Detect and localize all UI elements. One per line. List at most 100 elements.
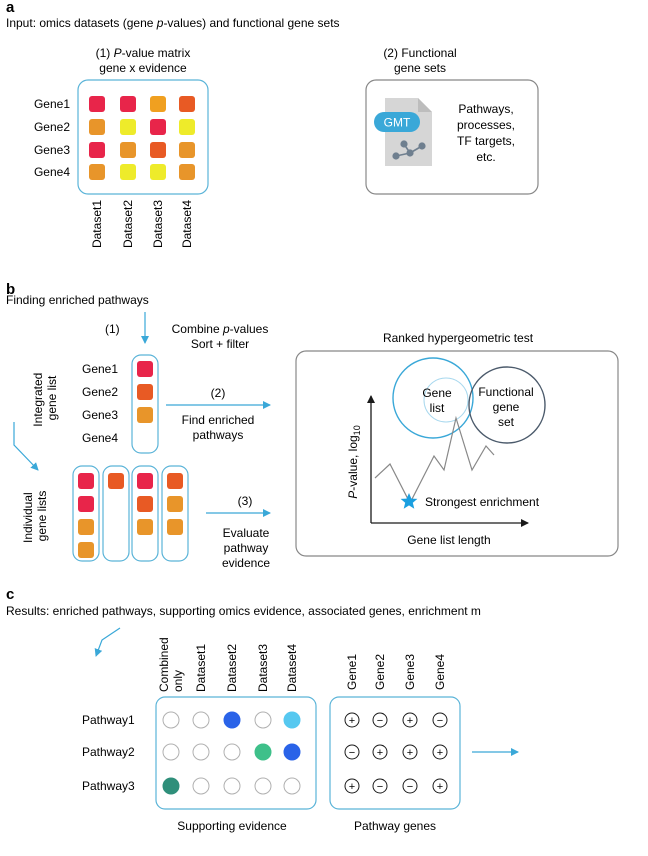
evaluate-line: pathway	[224, 541, 269, 555]
individual-cell	[78, 496, 94, 512]
matrix-title: (1) P-value matrix	[96, 46, 191, 60]
gene-sign: −	[377, 781, 383, 793]
integrated-gene-label: Gene3	[82, 408, 118, 422]
evidence-dot	[254, 777, 272, 795]
functional-desc-line: TF targets,	[457, 134, 515, 148]
evidence-dot	[223, 743, 241, 761]
venn-func-line: Functional	[478, 385, 533, 399]
evidence-column-header: Dataset1	[194, 644, 208, 692]
venn-diagram	[392, 357, 546, 444]
gene-sign: +	[437, 747, 443, 759]
venn-gene-label-1: Gene	[422, 386, 452, 400]
venn-func-circle	[468, 366, 546, 444]
gene-sign: −	[349, 747, 355, 759]
hyper-box	[295, 350, 619, 557]
network-icon	[392, 140, 426, 160]
matrix-gene-label: Gene3	[34, 143, 70, 157]
individual-list-box	[161, 465, 189, 562]
hyper-title: Ranked hypergeometric test	[383, 331, 534, 345]
evidence-dot	[162, 743, 180, 761]
panel-c-subtitle: Results: enriched pathways, supporting o…	[6, 604, 481, 618]
individual-list-box	[131, 465, 159, 562]
pathway-label: Pathway2	[82, 745, 135, 759]
integrated-cells	[137, 361, 153, 423]
gene-sign: +	[377, 747, 383, 759]
sort-filter-label: Sort + filter	[191, 337, 249, 351]
evidence-dot	[283, 777, 301, 795]
evaluate-line: evidence	[222, 556, 270, 570]
evidence-dots	[162, 711, 301, 795]
gene-column-header: Gene3	[403, 654, 417, 690]
matrix-box	[77, 79, 209, 195]
gene-sign: −	[407, 781, 413, 793]
individual-cell	[167, 473, 183, 489]
panel-c-letter: c	[6, 586, 14, 603]
individual-cell	[78, 542, 94, 558]
strongest-label: Strongest enrichment	[425, 495, 540, 509]
individual-label: Individual gene lists	[21, 489, 49, 543]
matrix-cell	[150, 96, 166, 112]
matrix-dataset-label: Dataset2	[121, 200, 135, 248]
evidence-column-header: Combinedonly	[157, 637, 185, 692]
matrix-dataset-label: Dataset1	[90, 200, 104, 248]
bent-arrow-c	[94, 627, 121, 657]
gene-sign-circle	[372, 778, 388, 794]
matrix-cell	[150, 164, 166, 180]
evidence-dot	[283, 743, 301, 761]
matrix-cell	[120, 142, 136, 158]
panel-b-subtitle: Finding enriched pathways	[6, 293, 149, 307]
gene-sign: +	[349, 715, 355, 727]
gene-sign-circle	[344, 712, 360, 728]
gene-sign-circle	[402, 712, 418, 728]
matrix-dataset-label: Dataset3	[151, 200, 165, 248]
genes-box	[329, 696, 461, 810]
matrix-cell	[150, 119, 166, 135]
matrix-cell	[120, 164, 136, 180]
individual-cell	[167, 496, 183, 512]
evidence-dot	[162, 777, 180, 795]
gene-sign-circle	[432, 744, 448, 760]
step3-label: (3)	[238, 494, 253, 508]
y-axis-label: P-value, log10	[346, 425, 362, 498]
gene-sign-circle	[402, 778, 418, 794]
gene-sign-circle	[432, 778, 448, 794]
matrix-cell	[179, 96, 195, 112]
individual-cell	[167, 519, 183, 535]
individual-cell	[108, 473, 124, 489]
matrix-subtitle: gene x evidence	[99, 61, 187, 75]
star-icon	[400, 493, 418, 509]
evidence-dot	[192, 777, 210, 795]
individual-cell	[137, 496, 153, 512]
gene-column-header: Gene1	[345, 654, 359, 690]
evidence-column-header: Dataset3	[256, 644, 270, 692]
functional-desc-line: Pathways,	[458, 102, 513, 116]
gene-sign: +	[407, 747, 413, 759]
individual-cell	[137, 519, 153, 535]
gene-sign-circle	[432, 712, 448, 728]
functional-subtitle: gene sets	[394, 61, 446, 75]
individual-list-box	[102, 465, 130, 562]
x-axis-label: Gene list length	[407, 533, 490, 547]
functional-title: (2) Functional	[383, 46, 456, 60]
integrated-cell	[137, 384, 153, 400]
panel-a-letter: a	[6, 0, 15, 16]
pathway-label: Pathway1	[82, 713, 135, 727]
pathway-label: Pathway3	[82, 779, 135, 793]
integrated-gene-label: Gene1	[82, 362, 118, 376]
integrated-gene-label: Gene2	[82, 385, 118, 399]
evidence-column-header: Dataset2	[225, 644, 239, 692]
evidence-dot	[223, 711, 241, 729]
matrix-cell	[120, 119, 136, 135]
venn-gene-inner	[423, 377, 469, 423]
evidence-box	[155, 696, 317, 810]
functional-desc-line: processes,	[457, 118, 515, 132]
matrix-cell	[120, 96, 136, 112]
individual-cell	[78, 473, 94, 489]
functional-description: Pathways,processes,TF targets,etc.	[457, 102, 515, 164]
